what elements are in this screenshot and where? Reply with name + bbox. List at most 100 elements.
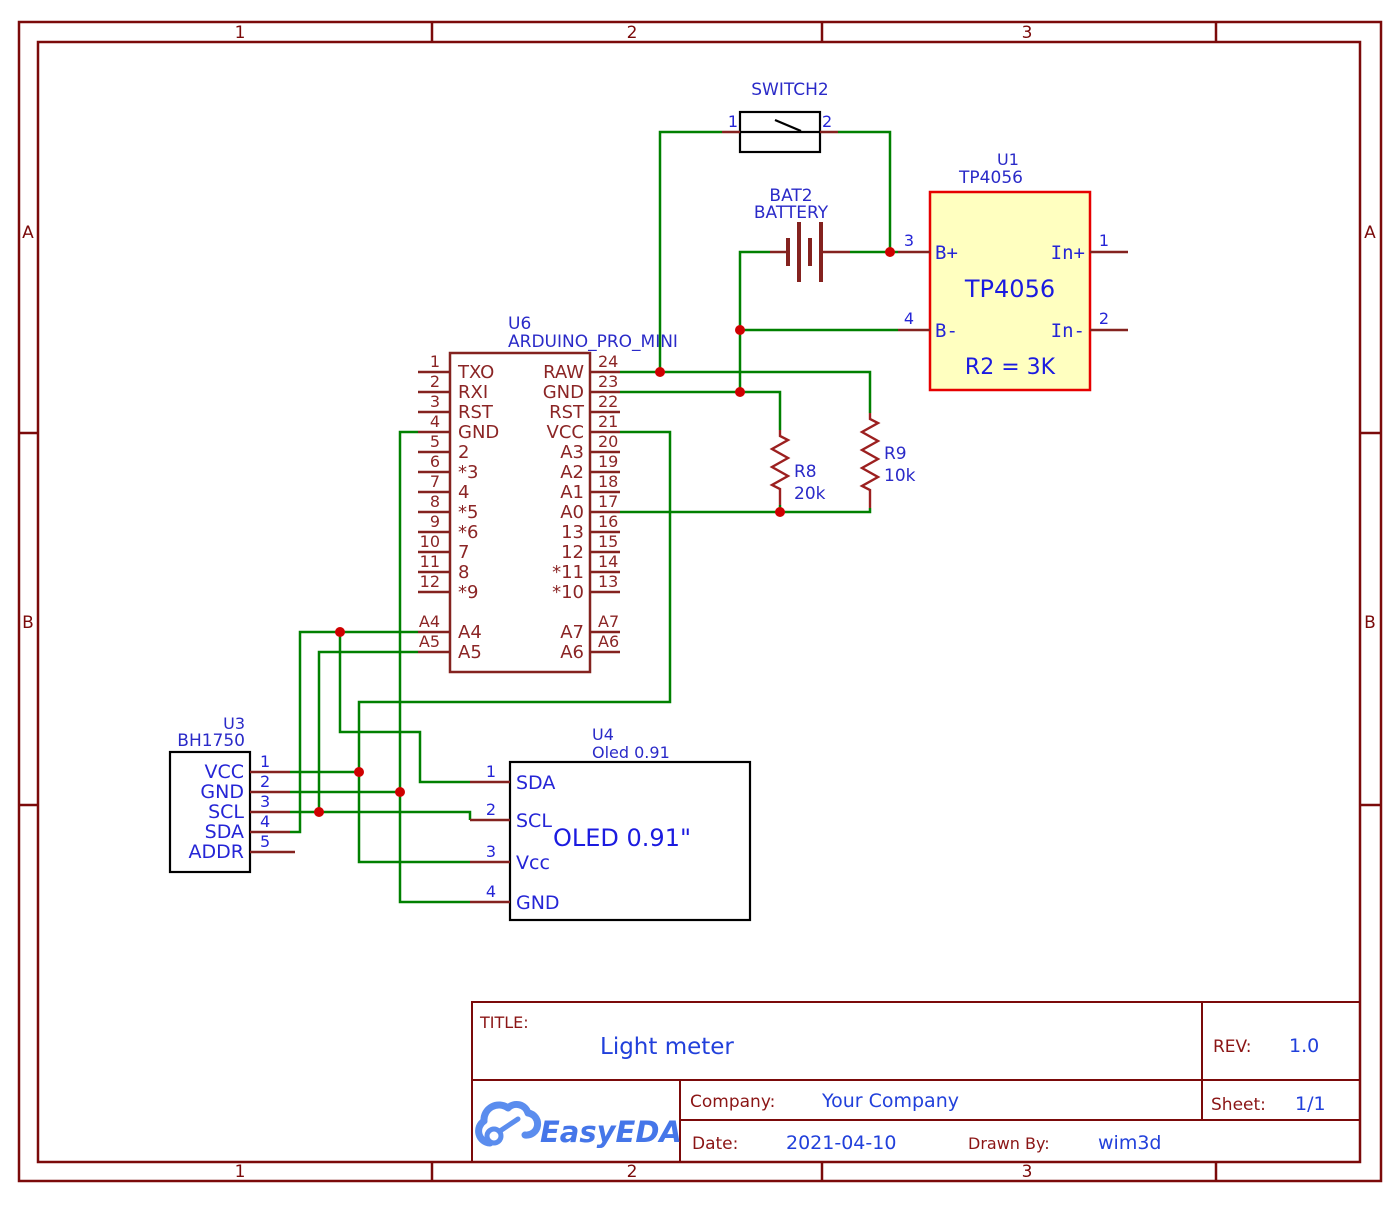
sheet-value[interactable]: 1/1 [1295,1093,1326,1115]
wire-scl-line [290,810,472,820]
tp4056-pin-inminus: In- [1051,320,1085,342]
easyeda-cloud-icon [475,1101,542,1147]
easyeda-logo-text: EasyEDA [540,1115,682,1149]
frame-zone-ticks [19,22,1381,1181]
component-switch2[interactable]: SWITCH2 1 2 [722,80,838,154]
pin-name: GND [458,422,499,443]
junction-dot [655,367,665,377]
oled-name: Oled 0.91 [592,743,670,762]
rev-value[interactable]: 1.0 [1289,1035,1319,1057]
wire-sda-a4 [290,630,418,834]
junction-dot [775,507,785,517]
pin-name: 13 [561,522,584,543]
tp4056-refdes: U1 [997,150,1019,169]
pin-name: SCL [208,801,244,823]
pin-number: 12 [420,572,440,591]
junction-dot [314,807,324,817]
tp4056-note: R2 = 3K [965,355,1056,380]
date-label: Date: [692,1134,738,1154]
pin-number: 19 [598,452,618,471]
frame-zone-left-b: B [22,613,34,633]
tp4056-body [928,190,1092,392]
tp4056-pin1-number: 1 [1099,231,1109,250]
wires[interactable] [290,130,898,904]
pin-number: 23 [598,372,618,391]
pin-number: 24 [598,352,618,371]
component-r8[interactable]: R8 20k [769,430,826,505]
pin-name: VCC [547,422,584,443]
wire-a0-rail [620,508,872,514]
frame-zone-right-b: B [1364,613,1376,633]
pin-name: RST [458,402,494,423]
junction-dot [885,247,895,257]
pin-number: 22 [598,392,618,411]
frame-inner-border [36,40,1362,1164]
pin-name: *10 [552,582,584,603]
wire-gnd23-to-r8 [620,390,782,430]
bh1750-pin-stubs [250,770,295,854]
pin-number: 2 [430,372,440,391]
easyeda-logo: EasyEDA [475,1101,682,1149]
bh1750-refdes: U3 [223,714,245,733]
r8-refdes: R8 [794,462,817,482]
drawnby-label: Drawn By: [968,1134,1050,1153]
pin-number: 1 [260,752,270,771]
tp4056-pin4-number: 4 [904,309,914,328]
switch-refdes: SWITCH2 [751,80,828,100]
pin-name: A2 [560,462,584,483]
junction-dot [395,787,405,797]
component-arduino-pro-mini[interactable]: U6 ARDUINO_PRO_MINI 1 2 3 4 5 6 7 8 9 10… [418,314,678,674]
pin-number: 2 [260,772,270,791]
pin-name: GND [543,382,584,403]
tp4056-pin-bplus: B+ [935,242,958,264]
component-oled[interactable]: U4 Oled 0.91 SDA SCL Vcc GND 1 2 3 4 OLE… [470,725,752,922]
pin-name: A1 [560,482,584,503]
component-r9[interactable]: R9 10k [859,413,916,508]
pin-name: A5 [458,642,482,663]
wire-gnd-run [398,430,470,904]
pin-name: 8 [458,562,469,583]
arduino-refdes: U6 [508,314,531,334]
pin-number: 14 [598,552,618,571]
oled-inner-name: OLED 0.91" [553,824,691,852]
junction-dot [354,767,364,777]
arduino-left-pin-stubs [418,370,450,654]
oled-body [508,760,752,922]
r9-refdes: R9 [884,444,907,464]
frame-zone-left-a: A [22,223,34,243]
component-battery[interactable]: BAT2 BATTERY [754,186,850,282]
pin-number: 18 [598,472,618,491]
component-bh1750[interactable]: U3 BH1750 VCC GND SCL SDA ADDR 1 2 3 4 5 [168,714,295,874]
company-value[interactable]: Your Company [821,1090,959,1112]
pin-name: *3 [458,462,478,483]
date-value[interactable]: 2021-04-10 [786,1132,896,1154]
pin-name: 7 [458,542,469,563]
pin-number: 3 [486,842,496,861]
tp4056-pin-inplus: In+ [1051,242,1085,264]
frame-zone-bottom-1: 1 [235,1162,246,1182]
pin-number: A6 [598,632,619,651]
pin-number: 3 [430,392,440,411]
title-label: TITLE: [479,1013,529,1032]
drawnby-value[interactable]: wim3d [1098,1132,1161,1154]
pin-name: 12 [561,542,584,563]
junction-dot [735,387,745,397]
sheet-title[interactable]: Light meter [600,1034,734,1060]
battery-value: BATTERY [754,203,829,223]
pin-number: 8 [430,492,440,511]
pin-name: 2 [458,442,469,463]
pin-number: 6 [430,452,440,471]
junction-dots [314,247,895,817]
pin-number: 5 [260,832,270,851]
wire-switch1-to-raw [658,130,722,372]
pin-number: 16 [598,512,618,531]
pin-number: 10 [420,532,440,551]
pin-name: RXI [458,382,488,403]
pin-name: A7 [560,622,584,643]
pin-number: A7 [598,612,619,631]
pin-name: A0 [560,502,584,523]
r9-value: 10k [884,466,916,486]
component-tp4056[interactable]: U1 TP4056 3 4 1 2 B+ B- In+ In- TP4056 R… [898,150,1128,392]
